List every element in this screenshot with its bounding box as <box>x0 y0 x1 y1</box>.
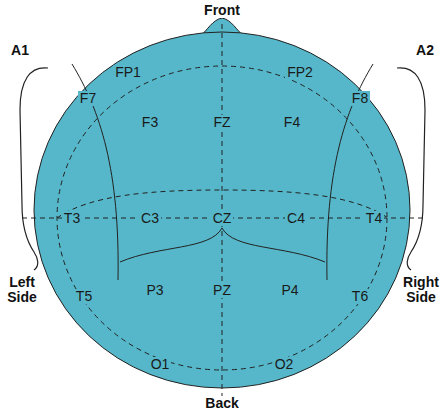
orientation-label: Right Side <box>399 275 443 305</box>
right-branch <box>222 228 325 262</box>
electrode-label: F8 <box>350 91 370 106</box>
electrode-label: O2 <box>273 357 296 372</box>
electrode-label: O1 <box>149 357 172 372</box>
electrode-label: T5 <box>74 289 94 304</box>
electrode-label: C4 <box>285 211 307 226</box>
electrode-label: T3 <box>62 211 82 226</box>
electrode-label: C3 <box>139 211 161 226</box>
left-curve <box>72 64 118 280</box>
electrode-label: FZ <box>211 115 232 130</box>
electrode-label: P4 <box>279 283 300 298</box>
electrode-label: FP1 <box>113 65 143 80</box>
electrode-label: PZ <box>211 283 233 298</box>
electrode-label: F3 <box>140 115 160 130</box>
orientation-label: Left Side <box>2 275 42 305</box>
orientation-label: Front <box>202 3 242 18</box>
electrode-label: P3 <box>144 283 165 298</box>
left-branch <box>120 228 222 262</box>
electrode-label: T4 <box>364 211 384 226</box>
electrode-label: T6 <box>350 289 370 304</box>
orientation-label: A2 <box>414 43 436 58</box>
electrode-label: CZ <box>211 211 234 226</box>
electrode-label: FP2 <box>285 65 315 80</box>
electrode-label: F4 <box>282 115 302 130</box>
orientation-label: A1 <box>9 43 31 58</box>
orientation-label: Back <box>203 396 240 411</box>
right-curve <box>327 64 373 280</box>
electrode-label: F7 <box>78 91 98 106</box>
